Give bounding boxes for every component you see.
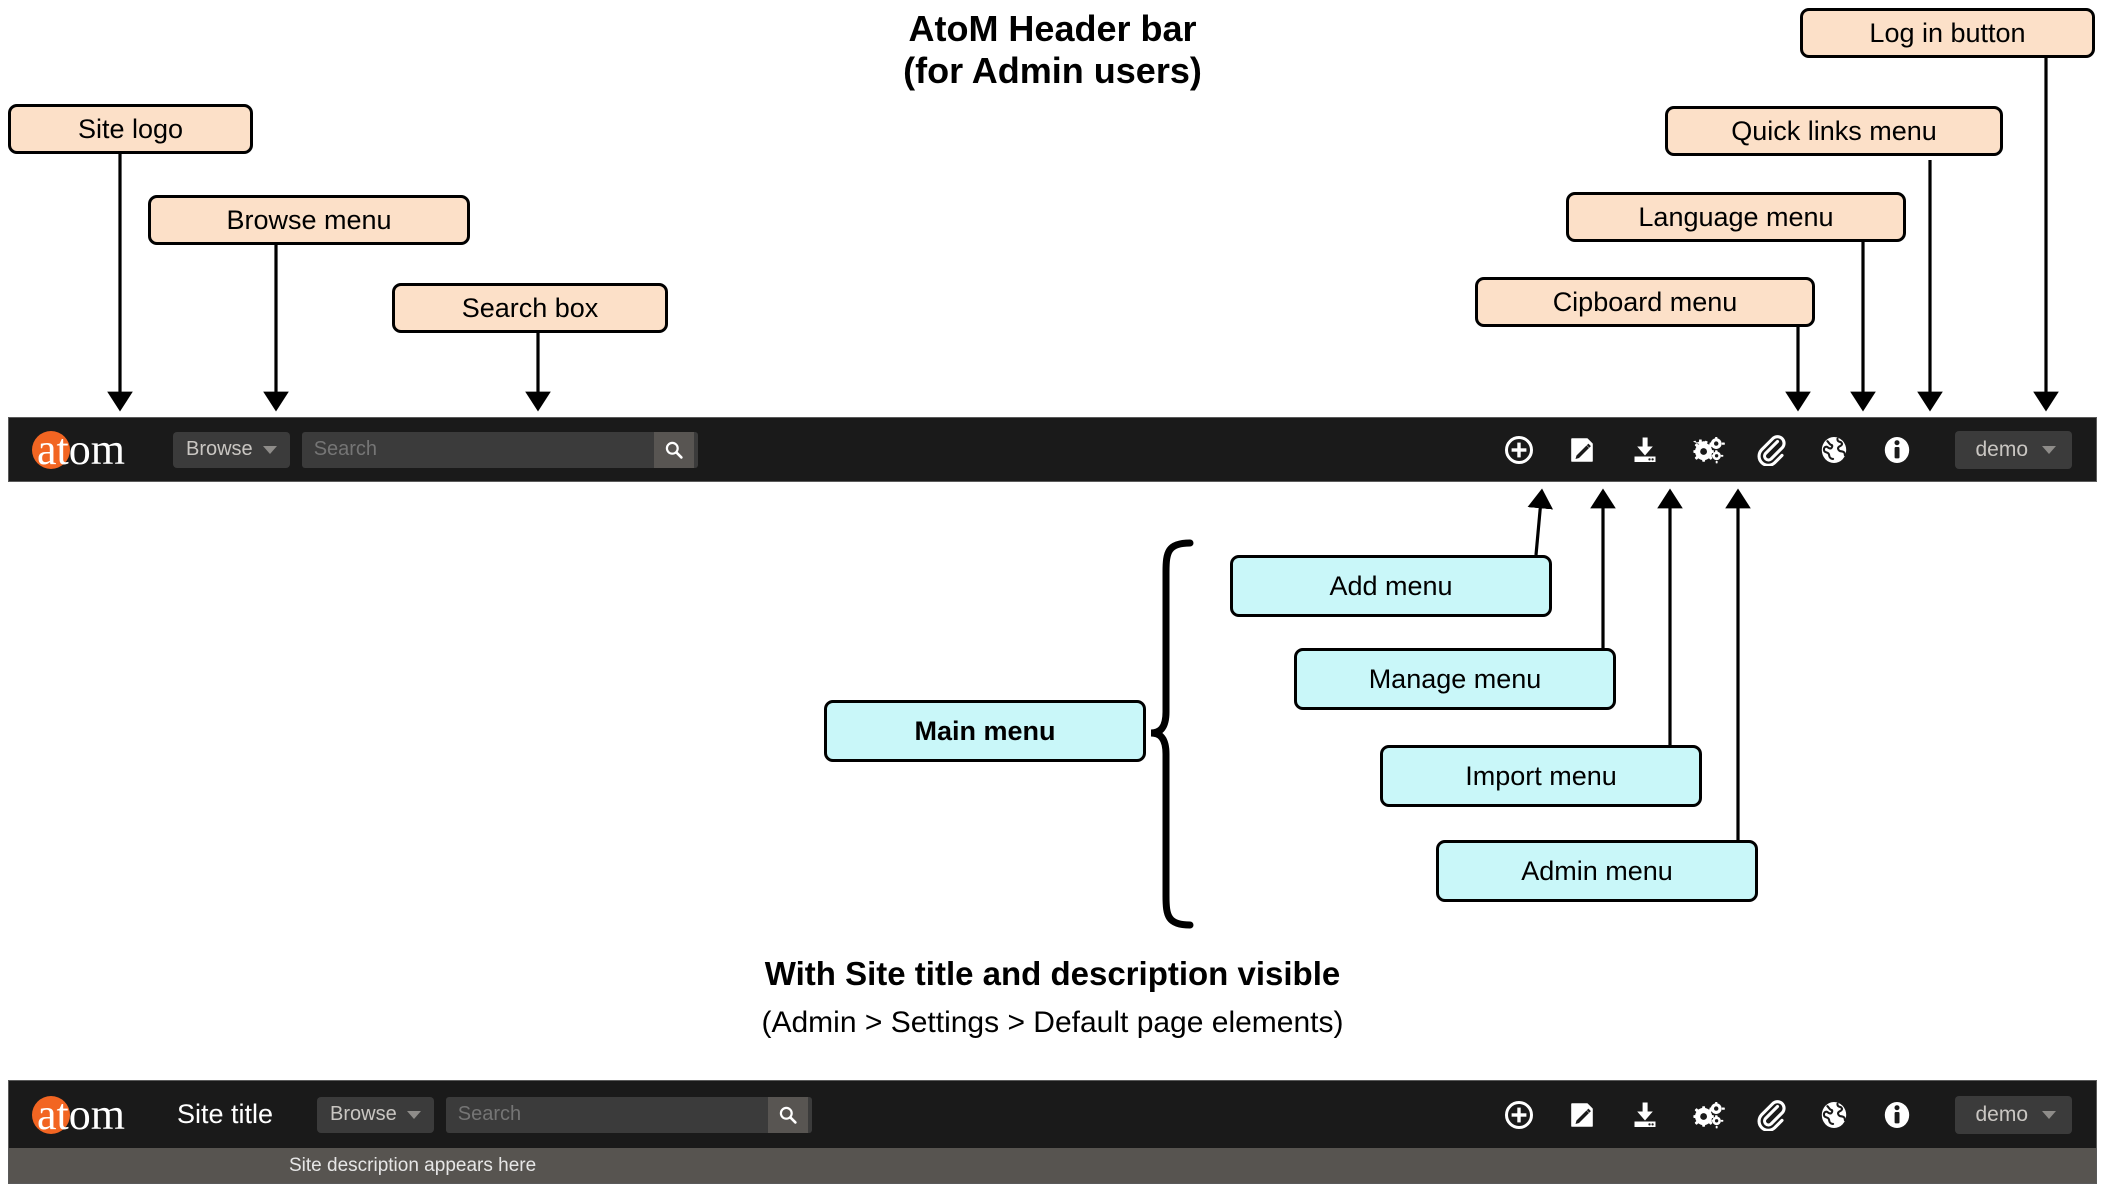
site-logo-text: atom	[37, 424, 125, 474]
callout-add-menu: Add menu	[1230, 555, 1552, 617]
callout-search-box: Search box	[392, 283, 668, 333]
callout-browse-menu: Browse menu	[148, 195, 470, 245]
browse-menu-button[interactable]: Browse	[317, 1096, 434, 1133]
chevron-down-icon	[262, 445, 277, 454]
import-download-icon[interactable]	[1628, 433, 1662, 467]
chevron-down-icon	[2042, 1110, 2056, 1119]
manage-edit-icon[interactable]	[1565, 1098, 1599, 1132]
callout-log-in-button-label: Log in button	[1869, 17, 2026, 48]
callout-import-menu: Import menu	[1380, 745, 1702, 807]
callout-search-box-label: Search box	[461, 292, 599, 323]
language-globe-icon[interactable]	[1817, 433, 1851, 467]
quick-links-info-icon[interactable]	[1880, 1098, 1914, 1132]
logo-orange-circle	[32, 1095, 70, 1134]
search-box[interactable]	[445, 1096, 812, 1133]
atom-header-bar-with-site-title: atom Site title Browse	[8, 1080, 2097, 1148]
browse-menu-button[interactable]: Browse	[172, 431, 290, 468]
add-icon[interactable]	[1502, 1098, 1536, 1132]
logo-orange-circle	[32, 430, 70, 469]
callout-language-menu-label: Language menu	[1638, 201, 1834, 232]
callout-quick-links-menu: Quick links menu	[1665, 106, 2003, 156]
site-logo[interactable]: atom	[32, 1089, 125, 1139]
search-input[interactable]	[445, 1096, 768, 1133]
callout-manage-menu: Manage menu	[1294, 648, 1616, 710]
search-submit-button[interactable]	[767, 1096, 808, 1133]
callout-log-in-button: Log in button	[1800, 8, 2095, 58]
admin-gears-icon[interactable]	[1691, 1098, 1726, 1132]
user-menu-label: demo	[1975, 437, 2028, 461]
search-box[interactable]	[301, 431, 698, 468]
site-logo-text: atom	[37, 1089, 125, 1139]
search-submit-button[interactable]	[653, 431, 694, 468]
search-input[interactable]	[301, 431, 654, 468]
callout-site-logo-label: Site logo	[77, 113, 184, 144]
callout-site-logo: Site logo	[8, 104, 253, 154]
main-menu-icon-row: demo	[1502, 430, 2096, 469]
chevron-down-icon	[406, 1110, 421, 1119]
search-icon	[779, 1106, 797, 1124]
callout-import-menu-label: Import menu	[1465, 760, 1617, 791]
callout-quick-links-menu-label: Quick links menu	[1731, 115, 1937, 146]
admin-gears-icon[interactable]	[1691, 433, 1726, 467]
atom-header-bar-admin: atom Browse	[8, 417, 2097, 482]
clipboard-paperclip-icon[interactable]	[1754, 1098, 1788, 1132]
callout-manage-menu-label: Manage menu	[1368, 663, 1542, 694]
site-logo[interactable]: atom	[32, 424, 125, 474]
browse-menu-label: Browse	[330, 1103, 397, 1125]
browse-menu-label: Browse	[185, 438, 253, 460]
chevron-down-icon	[2042, 445, 2056, 454]
clipboard-paperclip-icon[interactable]	[1754, 433, 1788, 467]
callout-clipboard-menu-label: Cipboard menu	[1552, 286, 1738, 317]
page-title: AtoM Header bar (for Admin users)	[0, 8, 2105, 93]
lower-section-subtitle: (Admin > Settings > Default page element…	[761, 1006, 1344, 1039]
page-title-line2: (for Admin users)	[903, 50, 1202, 92]
user-menu-label: demo	[1975, 1102, 2028, 1126]
callout-add-menu-label: Add menu	[1329, 570, 1453, 601]
callout-clipboard-menu: Cipboard menu	[1475, 277, 1815, 327]
site-title[interactable]: Site title	[176, 1099, 274, 1129]
language-globe-icon[interactable]	[1817, 1098, 1851, 1132]
manage-edit-icon[interactable]	[1565, 433, 1599, 467]
search-icon	[665, 441, 683, 459]
quick-links-info-icon[interactable]	[1880, 433, 1914, 467]
callout-language-menu: Language menu	[1566, 192, 1906, 242]
site-description-bar: Site description appears here	[8, 1148, 2097, 1184]
lower-section-title: With Site title and description visible	[764, 955, 1341, 992]
log-in-user-menu-button[interactable]: demo	[1955, 430, 2072, 469]
callout-browse-menu-label: Browse menu	[226, 204, 392, 235]
import-download-icon[interactable]	[1628, 1098, 1662, 1132]
callout-main-menu-label: Main menu	[914, 715, 1056, 746]
main-menu-icon-row: demo	[1502, 1095, 2096, 1134]
add-icon[interactable]	[1502, 433, 1536, 467]
callout-admin-menu-label: Admin menu	[1521, 855, 1673, 886]
site-description-text: Site description appears here	[289, 1154, 537, 1176]
callout-admin-menu: Admin menu	[1436, 840, 1758, 902]
log-in-user-menu-button[interactable]: demo	[1955, 1095, 2072, 1134]
page-title-line1: AtoM Header bar	[908, 8, 1197, 49]
callout-main-menu: Main menu	[824, 700, 1146, 762]
